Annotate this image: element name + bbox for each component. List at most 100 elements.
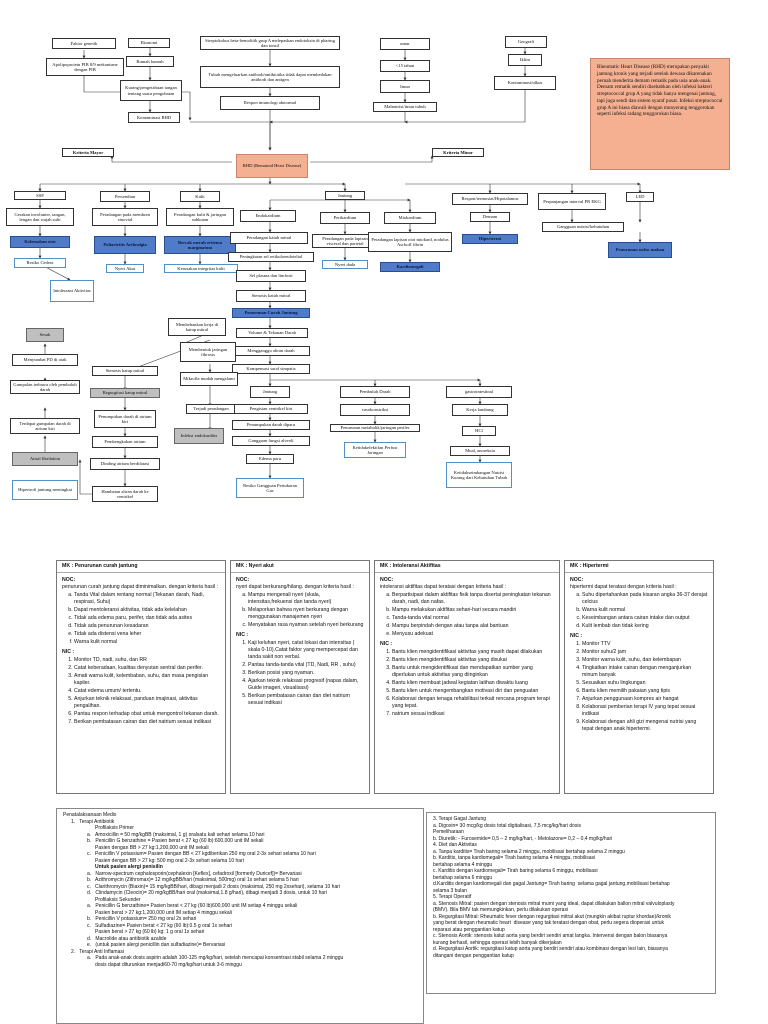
nic-item: Kolaborasi pemberian terapi IV yang tepa… — [582, 704, 708, 718]
nic-item: Pantau tanda-tanda vital (TD, Nadi, RR ,… — [248, 662, 364, 669]
node-tubuh-antibodi: Tubuh mengeluarkan antibodi/antibiotika … — [200, 66, 340, 88]
noc-item: Tidak ada distensi vena leher — [74, 631, 220, 638]
node-ekonomi: Ekonomi — [128, 38, 170, 48]
management-line: b. Azithromycin (Zithromax)= 12 mg/kgBB/… — [87, 877, 299, 883]
node-peradangan-miokardium: Peradangan lapisan otot miokard, nodulus… — [368, 232, 452, 252]
management-line: a. Tanpa karditis= Tirah baring selama 2… — [433, 848, 625, 855]
care-mk-title: MK : Hipertermi — [565, 561, 713, 574]
node-dinding-atrium: Dinding atrium berdilatasi — [90, 458, 160, 470]
node-vasokonstriksi: vasokonstriksi — [340, 404, 410, 416]
node-faktor-genetik: Faktor genetik — [52, 38, 116, 49]
nic-item: Berikan posisi yang nyaman. — [248, 670, 364, 677]
nic-item: Kaji keluhan nyeri, catat lokasi dan int… — [248, 640, 364, 661]
node-nyeri-akut: Nyeri Akut — [106, 264, 144, 273]
nic-item: Monitor TTV — [582, 641, 708, 648]
node-terdapat-gumpalan: Terdapat gumpalan darah di atrium kiri — [10, 418, 80, 434]
node-mual: Mual, anoreksia — [450, 446, 510, 456]
node-penurunan-nafsu: Penurunan nafsu makan — [608, 242, 672, 258]
management-line: d. Macrolide atau antibiotik azalide — [87, 935, 167, 942]
nic-item: Catat keberadaan, kualitas denyutan sent… — [74, 665, 220, 672]
nic-item: Ajarkan teknik relaksasi progresif (napa… — [248, 678, 364, 692]
noc-item: Tidak ada penurunan kesadaran — [74, 623, 220, 630]
management-line: Profilaksis Primer — [95, 825, 134, 831]
node-pembuluh-darah: Pembuluh Darah — [340, 386, 410, 398]
node-kerja-lambung: Kerja lambung — [452, 404, 508, 416]
node-sesak: Sesak — [26, 328, 64, 342]
node-stenosis-katup: Stenosis katup mitral — [92, 366, 158, 376]
management-line: b. Karditis, tanpa kardiomegali= Tirah b… — [433, 855, 596, 861]
management-line: e. (untuk pasien alergi penicillin dan s… — [87, 942, 226, 948]
node-jantung2: Jantung — [250, 386, 290, 398]
nic-item: Monitor TD, nadi, suhu, dan RR — [74, 657, 220, 664]
node-apolipoprotein: Apolipoprotein PIB 8/9 mekanisme dengan … — [46, 58, 124, 76]
management-line: c. Stenosis Aortik: stenosis katut aorta… — [433, 933, 668, 939]
noc-label: NOC: — [236, 577, 250, 584]
nic-item: Sesuaikan suhu lingkungan — [582, 680, 708, 687]
node-ssp: SSP — [14, 191, 66, 200]
nic-item: Bantu klien mengidentifikasi aktivitas y… — [392, 657, 554, 664]
care-panel-nyeri-akut: MK : Nyeri akut NOC: nyeri dapat berkura… — [230, 560, 370, 794]
noc-item: Mampu melakukan aktifitas sehari-hari se… — [392, 607, 554, 614]
node-demam: Demam — [470, 212, 510, 222]
management-line: a. Digoxin= 30 mcg/kg dosis total digita… — [433, 822, 581, 829]
node-infeksi: Infeksi endokarditis — [174, 428, 224, 444]
node-malnutrisi: Malnutrisi/imun tubuh — [373, 102, 437, 112]
noc-item: Warna kulit normal — [74, 639, 220, 646]
noc-label: NOC: — [62, 577, 76, 584]
node-geografi: Geografi — [505, 36, 547, 48]
nic-label: NIC : — [236, 632, 249, 639]
node-led: LED — [626, 192, 654, 202]
care-panel-hipertermi: MK : Hipertermi NOC: hipertermi dapat te… — [564, 560, 714, 794]
noc-list: Berpartisipasi dalam aktifitas fisik tan… — [380, 592, 554, 638]
node-peningkatan-sel: Peningkatan sel retikuloendotelial — [228, 252, 314, 262]
nic-item: Anjurkan teknik relaksasi, panduan imaji… — [74, 696, 220, 710]
rhd-definition-note: Rheumatic Heart Disease (RHD) merupakan … — [590, 58, 730, 170]
management-line: b. Regurgitasi Mitral: Rheumatic fever d… — [433, 913, 671, 920]
management-line: a. Narrow-spectrum cephalosporin(cephale… — [87, 870, 302, 877]
nic-item: Tingkatkan intake cairan dengan menganju… — [582, 665, 708, 679]
management-line: a. Stenosis Mitral: pasien dengan stenos… — [433, 900, 675, 907]
node-lima-limabelas: <15 tahun — [380, 60, 430, 72]
care-mk-title: MK : Nyeri akut — [231, 561, 369, 574]
management-line: c. Sulfadiazine= Pasien berat < 27 kg (6… — [87, 922, 233, 929]
care-panel-penurunan-curah-jantung: MK : Penurunan curah jantung NOC: penuru… — [56, 560, 226, 794]
noc-label: NOC: — [570, 577, 584, 584]
management-line: Pasien dengan BB > 27 kg: 500 mg oral 2-… — [95, 857, 244, 864]
care-mk-title: MK : Intoleransi Aktifitas — [375, 561, 559, 574]
node-iklim: Iklim — [508, 54, 542, 66]
nic-item: Bantu klien mengidentifikasi aktivitas y… — [392, 649, 554, 656]
node-sel-plasma: Sel plasma dan limfosit — [236, 270, 306, 282]
management-line: bertahap selama 4 minggu — [433, 861, 493, 868]
node-pembengkakan-atrium: Pembengkakan atrium — [92, 436, 158, 448]
node-pengisian-kiri: Pengisian ventrikel kiri — [234, 404, 308, 414]
management-line: (BMV). Bila BMV tak memungkinkan, perlu … — [433, 907, 569, 913]
management-line: d. Clindamycin (Cleocin)= 20 mg/kgBB/har… — [87, 890, 327, 896]
noc-item: Suhu dipertahankan pada kisaran angka 36… — [582, 592, 708, 606]
nic-list: Monitor TTV Monitor suhu/2 jam Monitor w… — [570, 641, 708, 733]
node-penumpukan-atrium: Penumpukan darah di atrium kiri — [94, 410, 156, 428]
management-line: b. Penicillin V potassium= 250 mg oral 2… — [87, 916, 197, 922]
nic-item: Catat edema umum/ tertentu. — [74, 688, 220, 695]
node-kardiomegali: Kardiomegali — [380, 262, 440, 272]
noc-item: Menyatakan rasa nyaman setelah nyeri ber… — [248, 622, 364, 629]
noc-item: Kulit lembab dan tidak kering — [582, 623, 708, 630]
node-bercak-eritema: Bercak merah eritema marginatum — [164, 236, 236, 254]
management-line: Pasien dengan BB > 27 kg:1,200,000 unit … — [95, 844, 209, 851]
management-line: a. Amoxicillin = 50 mg/kgBB (maksimal, 1… — [87, 831, 265, 838]
noc-intro: intoleransi aktifitas dapat teratasi den… — [380, 584, 507, 591]
management-line: a. Penicillin G benzathine= Pasien berat… — [87, 903, 298, 909]
node-nyeri-dada: Nyeri dada — [322, 260, 368, 269]
node-perikardium: Perikardium — [320, 212, 370, 224]
management-line: 3. Terapi Gagal Jantung — [433, 816, 487, 822]
nic-item: Berikan pembatasan cairan dan diet natri… — [248, 693, 364, 707]
noc-item: Tidak ada edema paru, perifer, dan tidak… — [74, 615, 220, 622]
node-intoleransi: Intoleransi Aktivitas — [50, 280, 94, 302]
management-line: kurang berhasil, sehingga operasi lebih … — [433, 939, 562, 946]
management-line: d. Regurgitasi Aortik: regurgitasi katup… — [433, 946, 668, 952]
node-resiko-pertukaran: Resiko Gangguan Pertukaran Gas — [236, 478, 304, 498]
node-peradangan-katub: Peradangan katub mitral — [230, 232, 308, 244]
node-kulit: Kulit — [180, 191, 220, 202]
node-umur: umur — [380, 38, 430, 50]
node-penurunan-perfusi: Penurunan metabolik/jaringan perifer — [330, 424, 420, 432]
